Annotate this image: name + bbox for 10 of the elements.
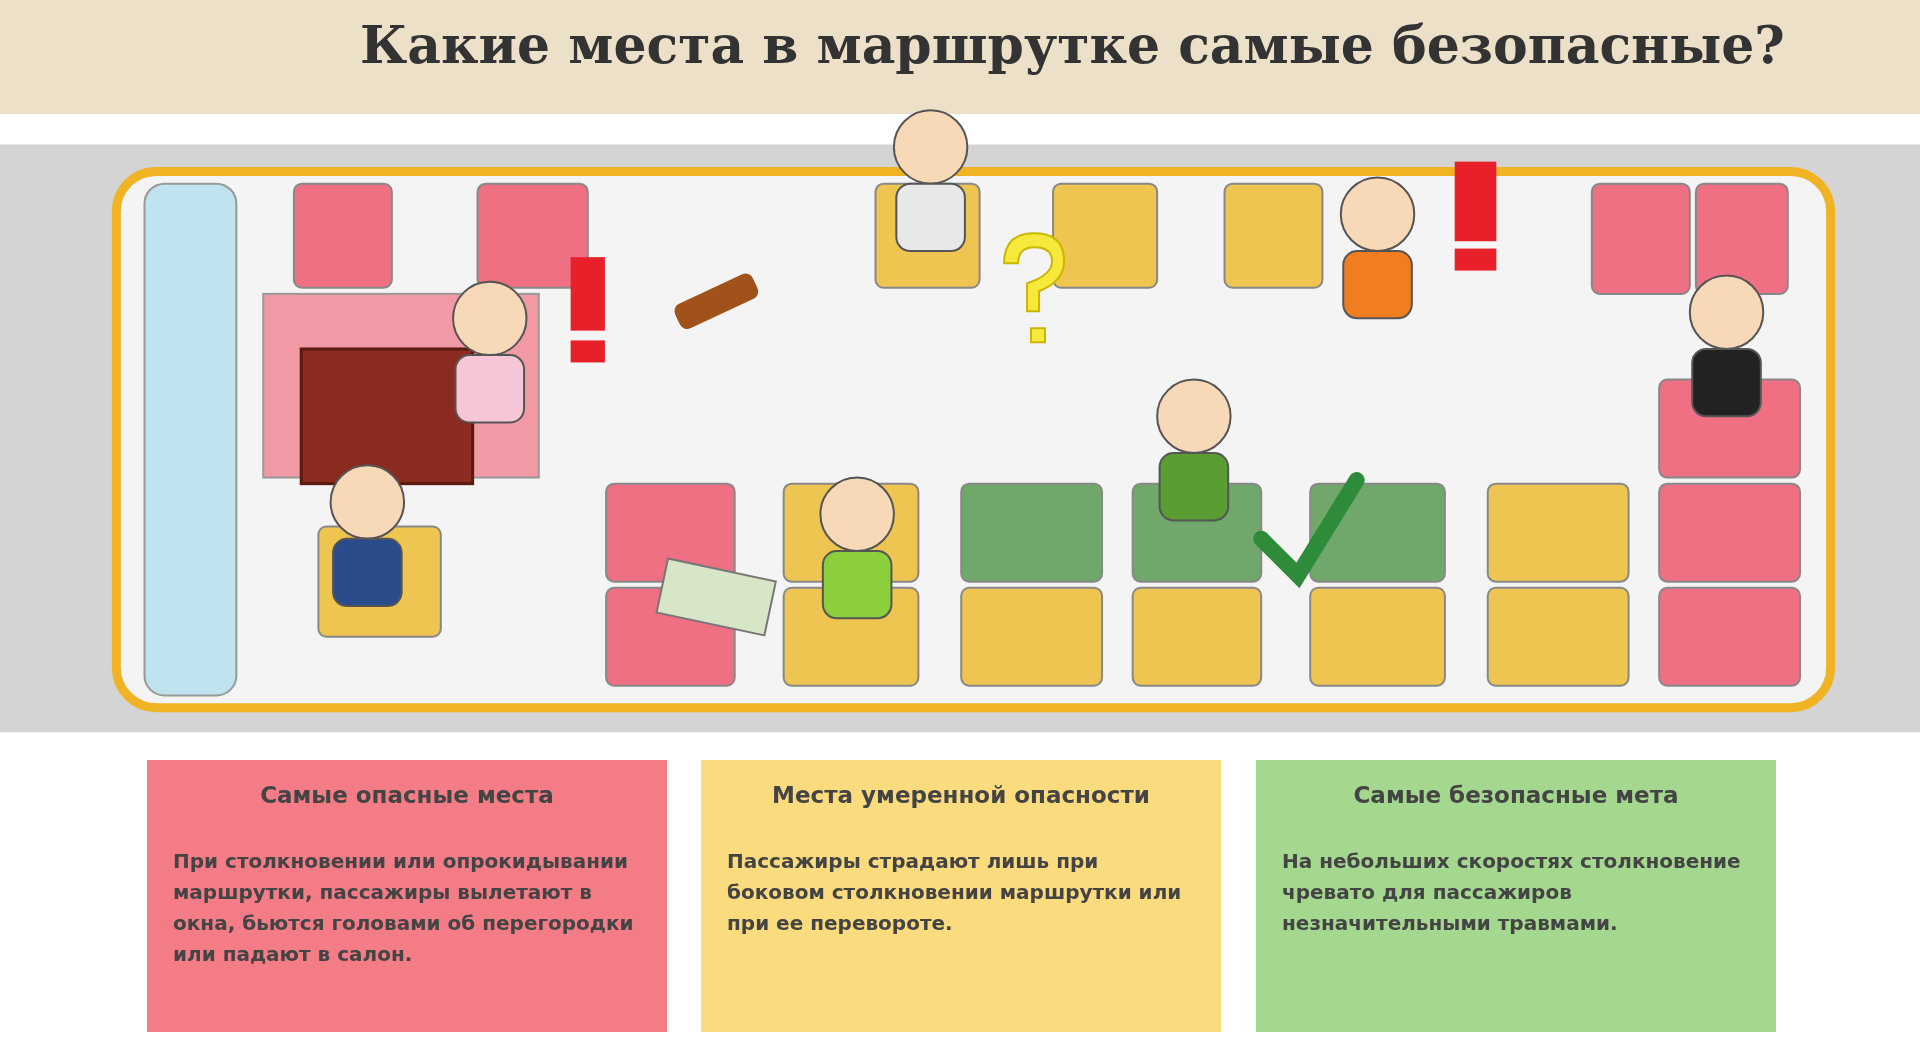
card-heading: Самые безопасные мета (1352, 782, 1680, 808)
info-card (1256, 760, 1776, 1032)
card-text: На небольших скоростях столкновение чревато для пассажиров незначительными травмами. (1282, 848, 1742, 937)
page-title: Какие места в маршрутке самые безопасные? (360, 14, 1785, 75)
card-heading: Самые опасные места (259, 782, 555, 808)
info-card (701, 760, 1221, 1032)
card-text: Пассажиры страдают лишь при боковом столкновении маршрутки или при ее перевороте. (727, 848, 1183, 937)
card-heading: Места умеренной опасности (771, 782, 1151, 808)
card-text: При столкновении или опрокидывании маршрутки, пассажиры вылетают в окна, бьются головами об перегородки или падают в салон. (173, 848, 635, 968)
info-card (147, 760, 667, 1032)
